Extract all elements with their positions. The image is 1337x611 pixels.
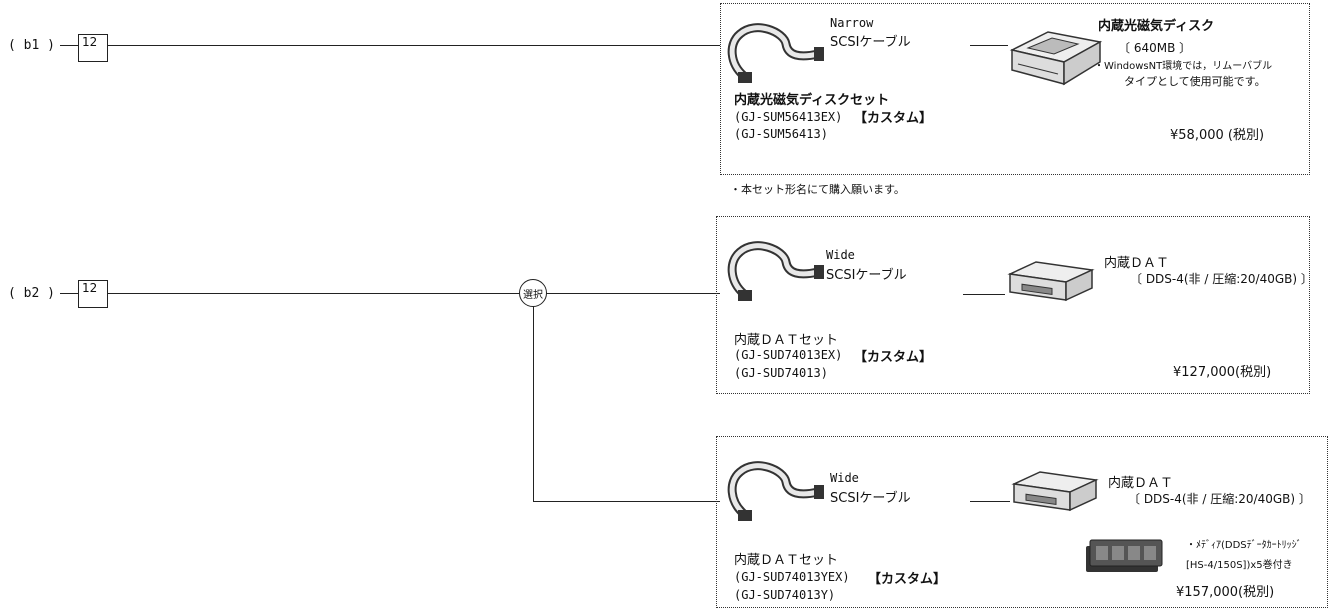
cable-type: Wide (826, 248, 855, 262)
price: ¥157,000(税別) (1176, 585, 1275, 600)
cable-name: SCSIケーブル (826, 268, 907, 283)
media-note: ・ﾒﾃﾞｨｱ(DDSﾃﾞｰﾀｶｰﾄﾘｯｼﾞ (1186, 540, 1302, 551)
device-capacity: 〔 640MB 〕 (1118, 41, 1192, 55)
set-name: 内蔵ＤＡＴセット (734, 333, 839, 348)
set-model: (GJ-SUD74013) (734, 366, 828, 380)
set-model-ex: (GJ-SUD74013EX) (734, 348, 843, 362)
set-model-ex: (GJ-SUM56413EX) (734, 110, 843, 124)
custom-label: 【カスタム】 (854, 111, 933, 126)
connector-line (60, 45, 78, 46)
device-title: 内蔵ＤＡＴ (1108, 476, 1174, 491)
select-marker: 選択 (519, 279, 547, 307)
set-name: 内蔵ＤＡＴセット (734, 553, 839, 568)
set-name: 内蔵光磁気ディスクセット (734, 93, 890, 108)
connector-line (108, 293, 720, 294)
custom-label: 【カスタム】 (854, 350, 933, 365)
set-model-ex: (GJ-SUD74013YEX) (734, 570, 850, 584)
price: ¥127,000(税別) (1173, 365, 1272, 380)
device-spec: 〔 DDS-4(非 / 圧縮:20/40GB) 〕 (1128, 492, 1311, 506)
internal-dat-drive-icon (1011, 471, 1099, 512)
device-note: タイプとして使用可能です。 (1124, 75, 1266, 88)
custom-label: 【カスタム】 (868, 572, 947, 587)
internal-dat-drive-icon (1007, 261, 1095, 302)
connector-line (970, 45, 1008, 46)
mo-disk-set-box (720, 3, 1310, 175)
ribbon-cable-icon (727, 23, 824, 83)
footnote: ・本セット形名にて購入願います。 (730, 183, 905, 196)
dat-set-box (716, 216, 1310, 394)
ribbon-cable-icon (727, 461, 824, 521)
cable-name: SCSIケーブル (830, 35, 911, 50)
badge-b1: 12 (78, 34, 108, 62)
row-label-b1: ( b1 ) (8, 38, 55, 53)
media-note: [HS-4/150S])x5巻付き (1186, 560, 1293, 571)
connector-line (60, 293, 78, 294)
connector-line (970, 501, 1010, 502)
connector-line (963, 294, 1005, 295)
device-note: ・WindowsNT環境では，リムーバブル (1094, 61, 1273, 72)
price: ¥58,000 (税別) (1170, 128, 1265, 143)
device-title: 内蔵光磁気ディスク (1098, 19, 1215, 34)
connector-line (533, 501, 720, 502)
set-model: (GJ-SUM56413) (734, 127, 828, 141)
cable-type: Wide (830, 471, 859, 485)
cable-name: SCSIケーブル (830, 491, 911, 506)
badge-b2: 12 (78, 280, 108, 308)
cable-type: Narrow (830, 16, 874, 30)
data-cartridge-pack-icon (1086, 539, 1163, 572)
ribbon-cable-icon (727, 241, 824, 301)
internal-mo-drive-icon (1009, 31, 1103, 86)
connector-line (108, 45, 720, 46)
dat-media-set-box (716, 436, 1328, 608)
row-label-b2: ( b2 ) (8, 286, 55, 301)
set-model: (GJ-SUD74013Y) (734, 588, 836, 602)
branch-line (533, 293, 534, 501)
device-spec: 〔 DDS-4(非 / 圧縮:20/40GB) 〕 (1130, 272, 1313, 286)
device-title: 内蔵ＤＡＴ (1104, 256, 1170, 271)
